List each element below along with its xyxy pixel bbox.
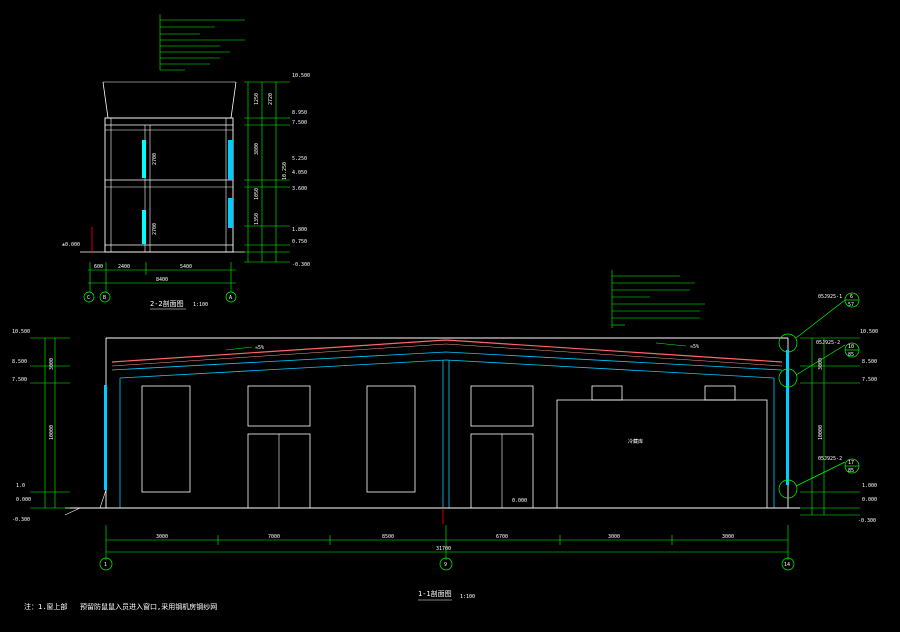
- r-level-3: 7.500: [862, 377, 877, 383]
- r-vdim-2: 10000: [818, 425, 824, 440]
- detail-1-ref: 05J925-1: [818, 294, 842, 300]
- level-neg0300: -0.300: [292, 262, 310, 268]
- win-height-2: 2700: [152, 223, 158, 235]
- detail-3-den: 85: [848, 468, 854, 474]
- detail-1-den: 57: [848, 302, 854, 308]
- roof-line: [111, 339, 783, 363]
- l-level-3: 7.500: [12, 377, 27, 383]
- hdim-total: 8400: [156, 277, 168, 283]
- detail-3-ref: 05J925-2: [818, 456, 842, 462]
- window-2-2-right-upper: [228, 140, 233, 180]
- ground-level-2-2: ±0.000: [62, 242, 80, 248]
- vdim-3: 3800: [254, 143, 260, 155]
- section-1-1-scale: 1:100: [460, 594, 475, 600]
- bay-3: 8500: [382, 534, 394, 540]
- section-2-2-scale: 1:100: [193, 302, 208, 308]
- r-level-6: -0.300: [858, 518, 876, 524]
- slope-right: ≈5%: [690, 344, 699, 350]
- r-level-2: 8.500: [862, 359, 877, 365]
- l-vdim-1: 3000: [49, 358, 55, 370]
- r-vdim-1: 3000: [818, 358, 824, 370]
- level-0750: 0.750: [292, 239, 307, 245]
- vdim-total: 10.250: [282, 162, 288, 180]
- l-vdim-2: 10000: [49, 425, 55, 440]
- level-8950: 8.950: [292, 110, 307, 116]
- bay-1: 3000: [156, 534, 168, 540]
- level-7500: 7.500: [292, 120, 307, 126]
- r-level-1: 10.500: [860, 329, 878, 335]
- spec-note-block-mid: [611, 270, 705, 328]
- hdim-5400: 5400: [180, 264, 192, 270]
- window-2-2-upper: [142, 140, 146, 178]
- l-level-1: 10.500: [12, 329, 30, 335]
- section-2-2-title: 2-2剖面图: [150, 299, 184, 308]
- level-1800: 1.800: [292, 227, 307, 233]
- win-height-1: 2700: [152, 153, 158, 165]
- vdim-5: 1350: [254, 213, 260, 225]
- spec-note-block-top: [159, 14, 245, 71]
- l-level-2: 8.500: [12, 359, 27, 365]
- section-1-1: 冷藏库 0.000 ≈5% ≈5% 10.500 8.500 7.500 1.0…: [12, 292, 878, 601]
- bay-2: 7000: [268, 534, 280, 540]
- bay-total: 31700: [436, 546, 451, 552]
- vdim-4: 1050: [254, 188, 260, 200]
- right-wall-window: [786, 350, 789, 485]
- detail-2-den: 85: [848, 352, 854, 358]
- note-text: 预留防鼠鼠入员进入窗口,采用钢机房钢纱网: [80, 602, 217, 611]
- cold-storage-box: [556, 399, 768, 509]
- left-wall-window: [104, 385, 107, 490]
- window-2-2-lower: [142, 210, 146, 244]
- level-3600: 3.600: [292, 186, 307, 192]
- detail-1-num: 6: [850, 294, 853, 300]
- level-10500: 10.500: [292, 73, 310, 79]
- room-label: 冷藏库: [628, 438, 643, 445]
- vdim-2: 2720: [268, 93, 274, 105]
- hdim-600: 600: [94, 264, 103, 270]
- axis-14: 14: [784, 562, 790, 568]
- opening-1: [141, 385, 191, 493]
- floor-mark: 0.000: [512, 498, 527, 504]
- bay-4: 6700: [496, 534, 508, 540]
- slope-left: ≈5%: [255, 345, 264, 351]
- hdim-2400: 2400: [118, 264, 130, 270]
- r-level-4: 1.000: [862, 483, 877, 489]
- axis-9: 9: [444, 562, 447, 568]
- r-level-5: 0.000: [862, 497, 877, 503]
- l-level-6: -0.300: [12, 517, 30, 523]
- detail-2-num: 10: [848, 344, 854, 350]
- level-5250: 5.250: [292, 156, 307, 162]
- section-2-2: 2700 2700 ±0.000 10.500 8.950 7.500 5.25…: [62, 73, 310, 310]
- note-prefix: 注：1.窗上部: [24, 602, 67, 611]
- detail-2-ref: 05J925-2: [816, 340, 840, 346]
- axis-B: B: [103, 295, 106, 301]
- bay-5: 3000: [608, 534, 620, 540]
- l-level-4: 1.0: [16, 483, 25, 489]
- axis-C: C: [87, 295, 90, 301]
- axis-1: 1: [104, 562, 107, 568]
- opening-3: [366, 385, 416, 493]
- axis-A: A: [229, 295, 232, 301]
- window-2: [247, 385, 311, 427]
- detail-3-num: 17: [848, 460, 854, 466]
- level-4050: 4.050: [292, 170, 307, 176]
- bay-6: 3000: [722, 534, 734, 540]
- vdim-1: 1250: [254, 93, 260, 105]
- window-2-2-right-lower: [228, 198, 233, 228]
- section-1-1-title: 1-1剖面图: [418, 589, 452, 598]
- window-4: [470, 385, 534, 427]
- l-level-5: 0.000: [16, 497, 31, 503]
